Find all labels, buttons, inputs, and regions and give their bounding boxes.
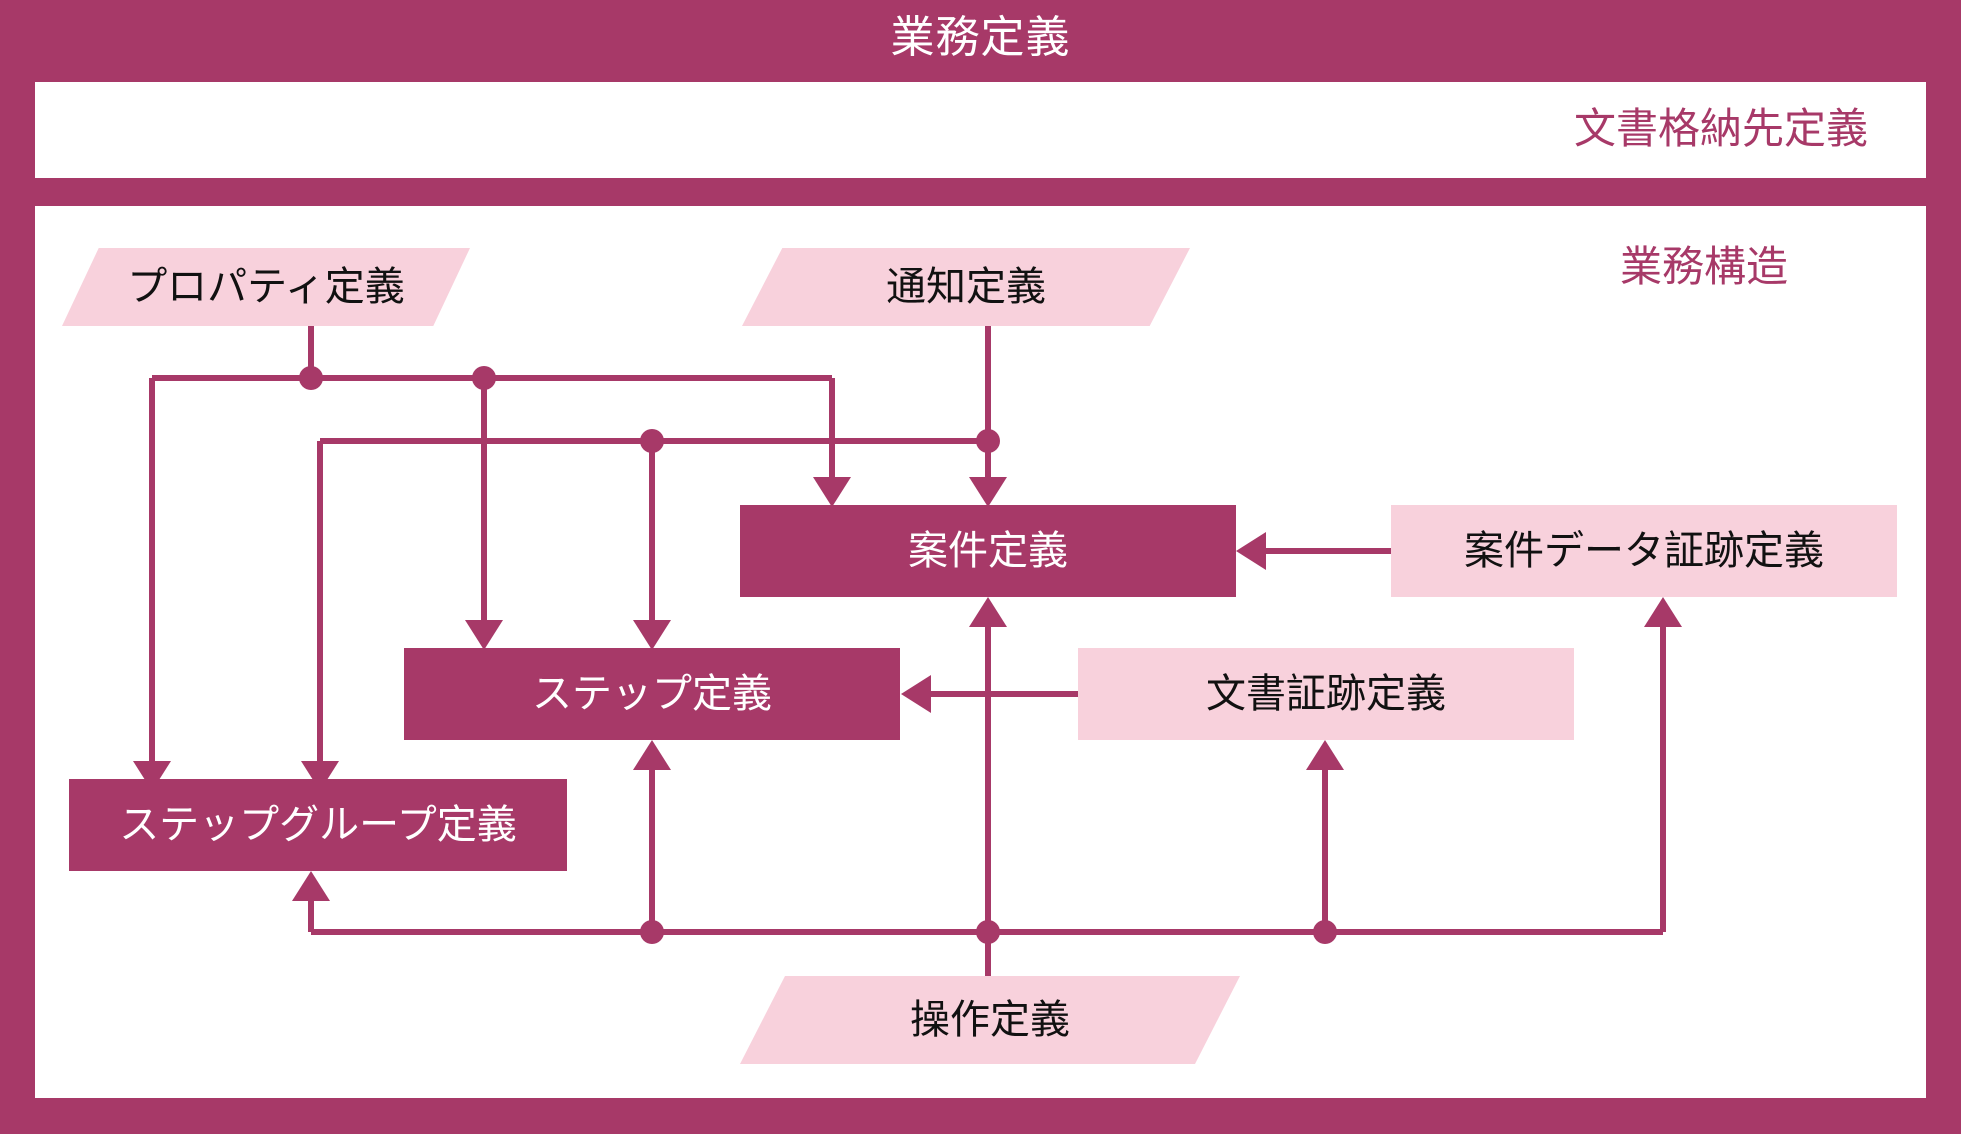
- node-label: 操作定義: [910, 998, 1070, 1042]
- node-operation-definition[interactable]: 操作定義: [740, 976, 1240, 1064]
- node-step-group-definition[interactable]: ステップグループ定義: [69, 779, 567, 871]
- node-document-trace-definition[interactable]: 文書証跡定義: [1078, 648, 1574, 740]
- node-label: 案件定義: [908, 529, 1068, 573]
- diagram-title: 業務定義: [890, 13, 1071, 62]
- node-label: ステップグループ定義: [119, 803, 517, 847]
- panel-label-document-storage: 文書格納先定義: [1573, 105, 1868, 152]
- panel-label-business-structure: 業務構造: [1619, 243, 1788, 290]
- node-label: 文書証跡定義: [1206, 672, 1446, 716]
- node-label: プロパティ定義: [127, 265, 405, 309]
- node-step-definition[interactable]: ステップ定義: [404, 648, 900, 740]
- panel-business-structure: 業務構造: [35, 206, 1926, 1098]
- node-label: ステップ定義: [532, 672, 772, 716]
- node-label: 案件データ証跡定義: [1464, 529, 1824, 573]
- node-case-definition[interactable]: 案件定義: [740, 505, 1236, 597]
- node-case-data-trace-definition[interactable]: 案件データ証跡定義: [1391, 505, 1897, 597]
- node-property-definition[interactable]: プロパティ定義: [62, 248, 470, 326]
- node-notification-definition[interactable]: 通知定義: [742, 248, 1190, 326]
- node-label: 通知定義: [886, 265, 1046, 309]
- panel-document-storage: 文書格納先定義: [35, 82, 1926, 178]
